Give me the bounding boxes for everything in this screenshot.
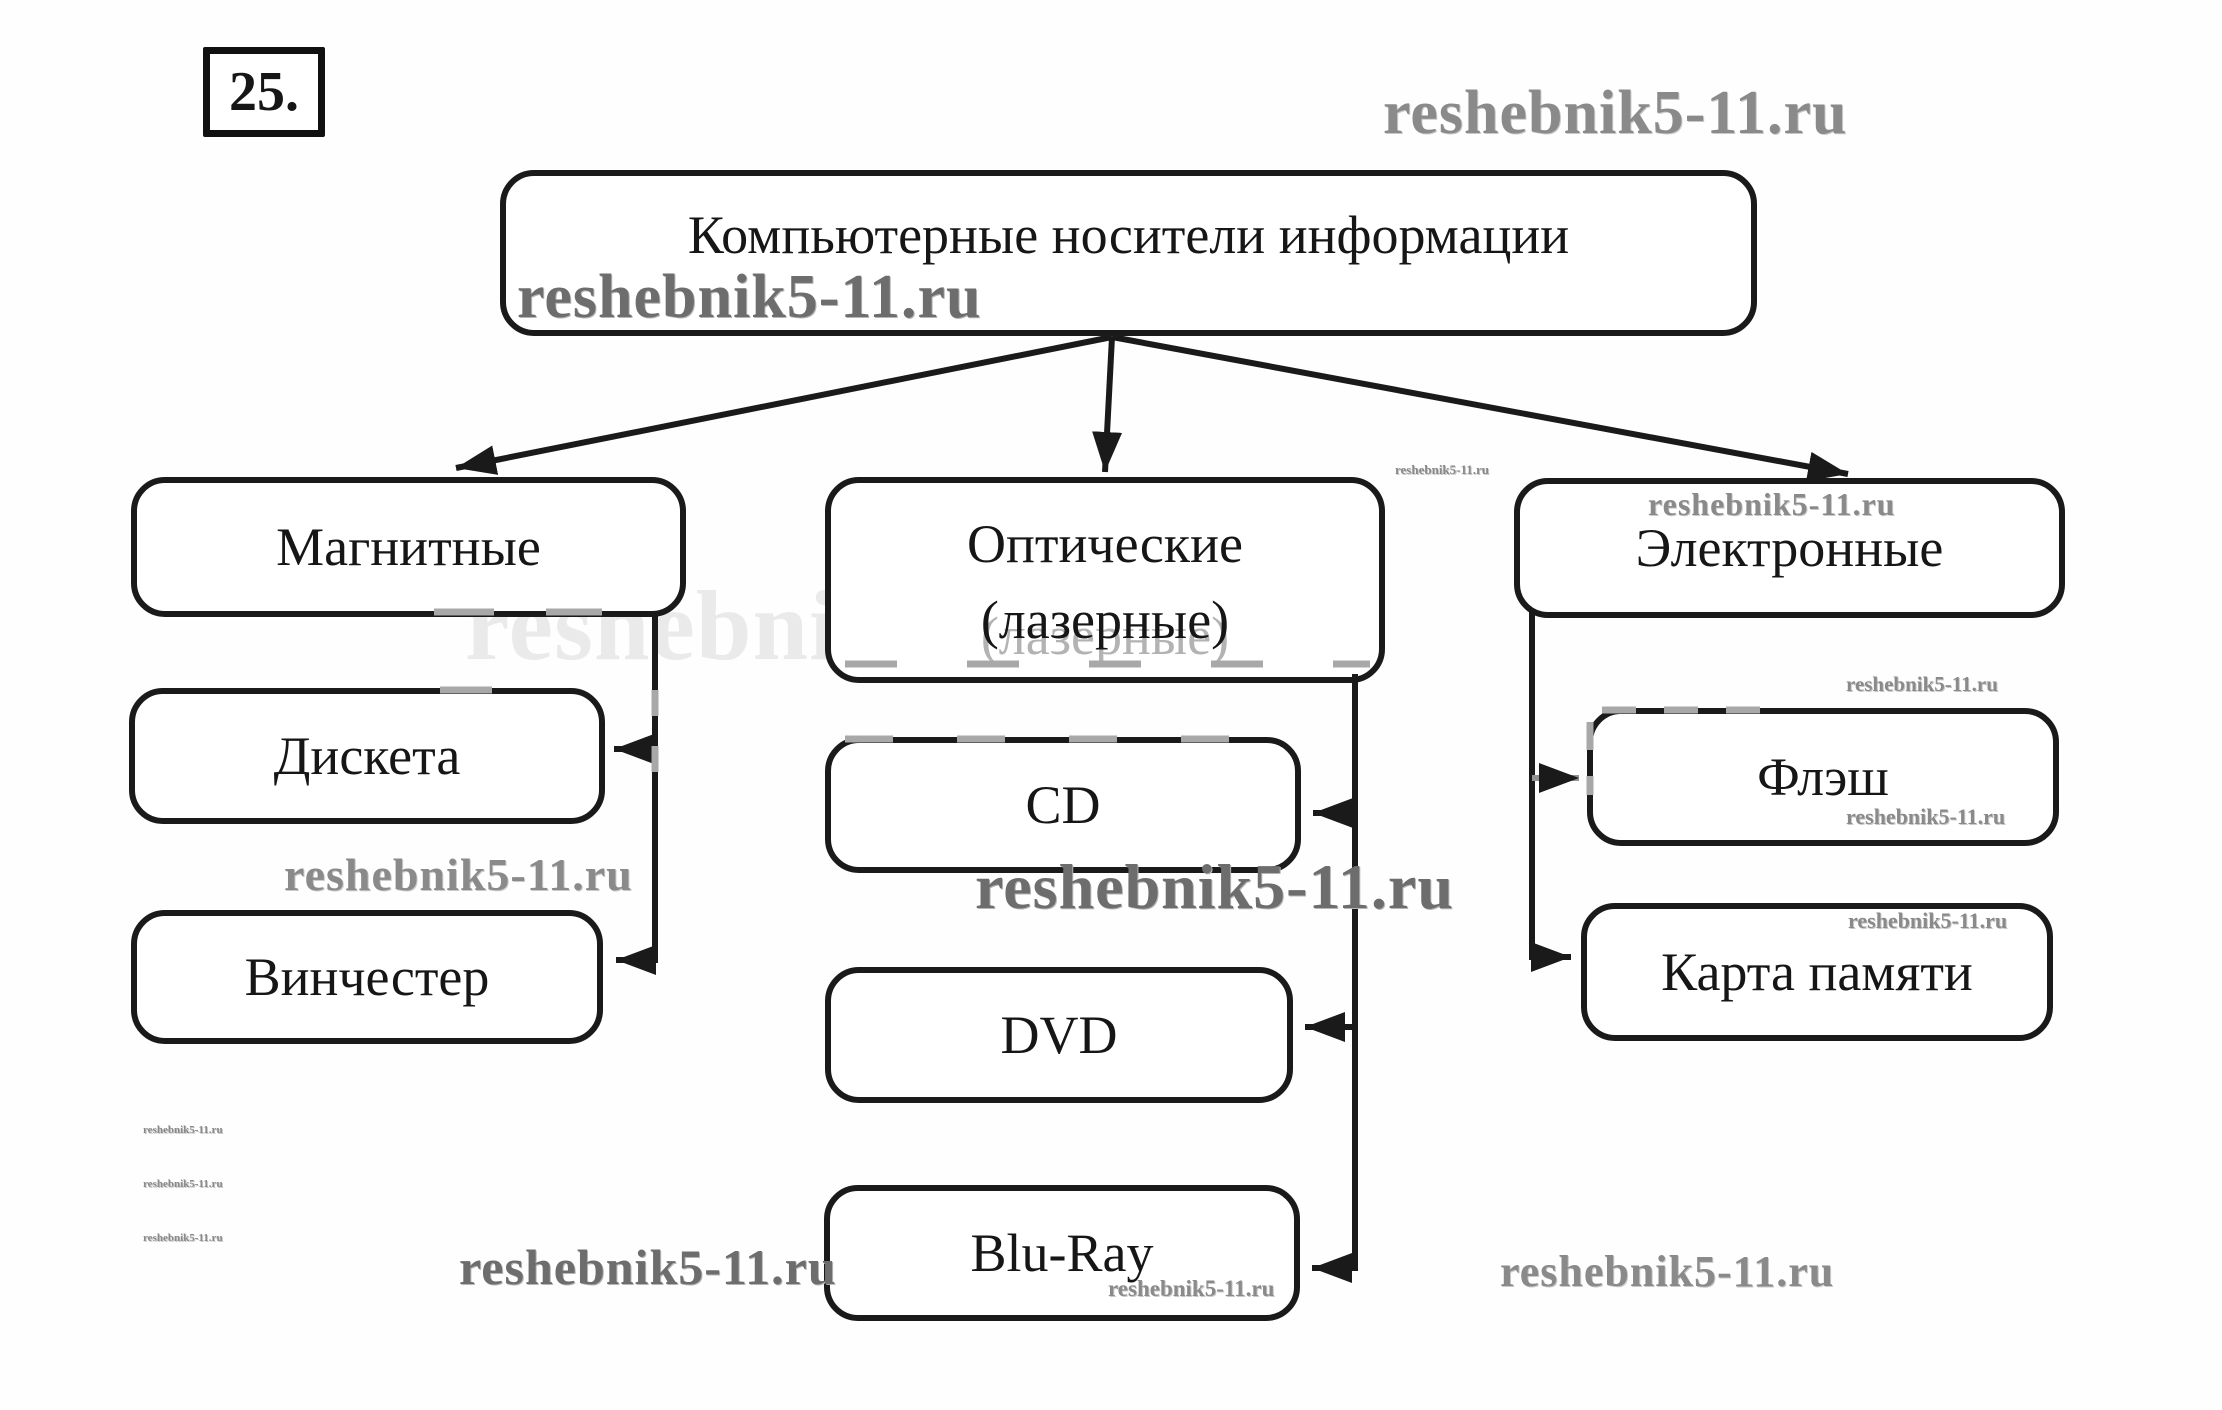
watermark: reshebnik5-11.ru	[1846, 672, 1998, 696]
item-cd: CD	[825, 737, 1301, 873]
item-bluray: Blu-Ray	[824, 1185, 1300, 1321]
item-dvd: DVD	[825, 967, 1293, 1103]
node-label: Магнитные	[276, 516, 541, 577]
watermark: reshebnik5-11.ru	[1846, 804, 2006, 829]
node-label: Флэш	[1757, 746, 1889, 807]
print-echo: (лазерные)	[980, 606, 1230, 666]
category-electronic: Электронные	[1514, 478, 2065, 618]
item-flash: Флэш	[1587, 708, 2059, 846]
watermark: reshebnik5-11.ru	[975, 851, 1454, 922]
node-label: Электронные	[1635, 517, 1944, 578]
item-memory-card: Карта памяти	[1581, 903, 2053, 1041]
node-label: Blu-Ray	[970, 1222, 1154, 1283]
connector-optical-to-bluray	[1312, 674, 1358, 1283]
root-label: Компьютерные носители информации	[687, 205, 1570, 265]
watermark: reshebnik5-11.ru	[1648, 486, 1896, 522]
arrow-root-to-optical	[1092, 336, 1123, 473]
node-label: Карта памяти	[1661, 941, 1973, 1002]
watermark: reshebnik5-11.ru	[1383, 79, 1848, 147]
node-label: (лазерные)	[980, 590, 1230, 650]
task-number-box: 25.	[203, 47, 325, 137]
node-label: Оптические	[967, 513, 1243, 574]
arrow-root-to-electronic	[1111, 334, 1849, 482]
watermark: reshebnik5-11.ru	[143, 1124, 223, 1136]
watermark: reshebnik5-11.ru	[459, 1239, 837, 1295]
node-label: CD	[1025, 774, 1101, 835]
node-label-line2: (лазерные) (лазерные)	[980, 589, 1230, 666]
arrow-root-to-magnetic	[455, 334, 1113, 475]
watermark: reshebnik5-11.ru	[1500, 1247, 1835, 1296]
watermark: reshebnik5-11.ru	[1395, 462, 1490, 477]
node-label: Дискета	[273, 725, 461, 786]
watermark: reshebnik5-11.ru	[517, 263, 982, 331]
watermark: reshebnik5-11.ru	[1848, 908, 2008, 933]
node-label: Винчестер	[244, 946, 490, 1007]
item-vinchester: Винчестер	[131, 910, 603, 1044]
category-optical: Оптические (лазерные) (лазерные)	[825, 477, 1385, 683]
task-number: 25.	[229, 61, 299, 123]
watermark: reshebnik5-11.ru	[143, 1232, 223, 1244]
watermark: reshebnik5-11.ru	[143, 1178, 223, 1190]
connector-magnetic-to-vinchester	[616, 612, 658, 975]
node-label: DVD	[1000, 1004, 1118, 1065]
category-magnetic: Магнитные	[131, 477, 686, 617]
watermark: reshebnik5-11.ru	[1108, 1276, 1275, 1301]
connector-electronic-to-memcard	[1529, 612, 1571, 972]
watermark: reshebnik5-11.ru	[284, 849, 633, 900]
item-disketa: Дискета	[129, 688, 605, 824]
root-node: Компьютерные носители информации	[500, 170, 1757, 336]
